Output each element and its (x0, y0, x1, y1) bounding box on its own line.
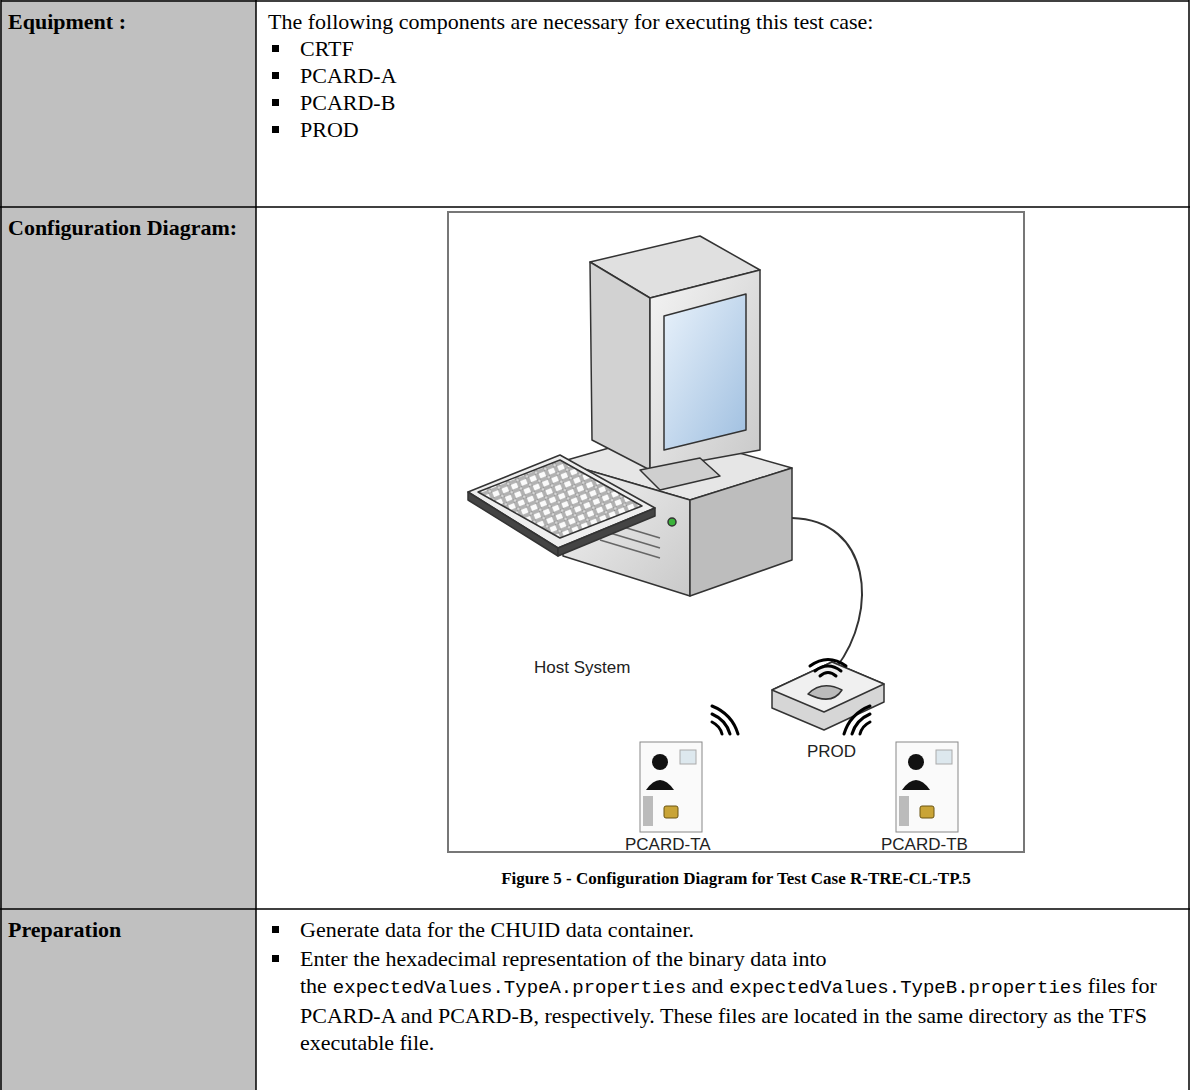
bullet-square (272, 126, 279, 133)
row-heading: Equipment : (8, 8, 248, 35)
body-text: and (691, 973, 723, 998)
list-item: PROD (300, 116, 1100, 143)
row-heading: Preparation (8, 916, 248, 943)
figure-label: PCARD-TA (625, 835, 711, 855)
bullet-square (272, 72, 279, 79)
figure-label: PCARD-TB (881, 835, 968, 855)
list-item: Generate data for the CHUID data contain… (300, 916, 1180, 943)
figure-caption: Figure 5 - Configuration Diagram for Tes… (336, 868, 1136, 889)
list-item: PCARD-B (300, 89, 1100, 116)
bullet-square (272, 955, 279, 962)
body-text: The following components are necessary f… (268, 8, 1183, 35)
figure-label: Host System (534, 658, 630, 678)
bullet-square (272, 926, 279, 933)
bullet-square (272, 45, 279, 52)
list-item: PCARD-A (300, 62, 1100, 89)
file-name: expectedValues.TypeA.properties (333, 977, 686, 999)
list-item: CRTF (300, 35, 1100, 62)
row-heading: Configuration Diagram: (8, 214, 248, 241)
list-item: Enter the hexadecimal representation of … (300, 945, 1175, 1056)
file-name: expectedValues.TypeB.properties (729, 977, 1082, 999)
bullet-square (272, 99, 279, 106)
figure-label: PROD (807, 742, 856, 762)
